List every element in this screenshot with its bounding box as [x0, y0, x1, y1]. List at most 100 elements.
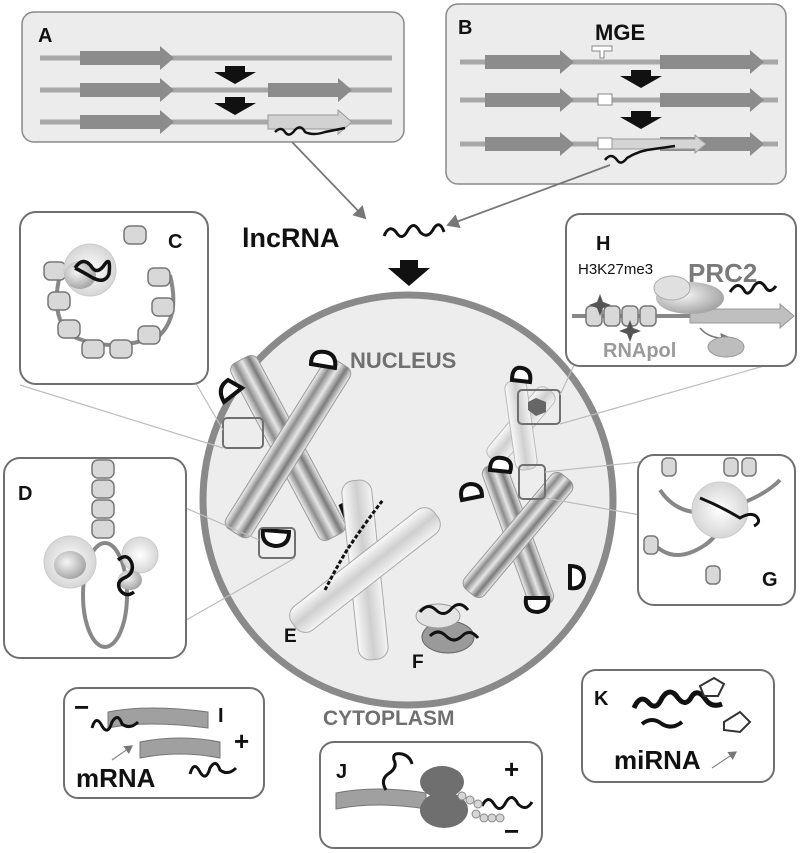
marker-icon	[528, 398, 546, 416]
panel-h-label: H	[596, 233, 610, 255]
gene-arrow	[80, 110, 174, 134]
panel-a: A	[21, 11, 405, 143]
minus-sign: −	[74, 692, 89, 722]
step-arrow	[620, 111, 662, 129]
duplicated-gene-arrow	[268, 78, 352, 102]
panel-e-label: E	[284, 626, 297, 647]
panel-h: H PRC2 H3K27me3 RNApol	[565, 213, 797, 367]
panel-f-label: F	[412, 652, 424, 673]
panel-j: J + −	[319, 741, 543, 849]
new-transcript-arrow	[611, 133, 707, 155]
panel-k: K miRNA	[581, 669, 775, 783]
panel-d: D	[3, 457, 187, 659]
lncrna-transcript	[604, 144, 676, 164]
protein-blob	[118, 570, 142, 590]
lncrna-strand	[418, 603, 470, 615]
ribosome-small	[420, 766, 464, 798]
plus-sign: +	[504, 754, 519, 784]
pointer-arrow	[291, 141, 367, 220]
panel-g-label: G	[762, 569, 778, 591]
ribosome-large	[420, 792, 468, 828]
gene-arrow	[485, 88, 574, 112]
connector-line	[544, 461, 641, 473]
gene-arrow	[660, 50, 764, 74]
lncrna-strand	[116, 555, 136, 597]
panel-a-frame	[21, 11, 405, 143]
rnapol-label: RNApol	[603, 340, 676, 362]
chromosome-left	[218, 349, 360, 559]
rnapol-cloud	[707, 336, 745, 358]
telomere	[568, 563, 587, 591]
chromosome-e	[289, 479, 441, 661]
lncrna-sponge	[631, 689, 723, 710]
gene-arrow	[80, 78, 174, 102]
mrna-label: mRNA	[76, 763, 156, 793]
telomere	[487, 455, 513, 475]
protein-blob	[64, 261, 96, 289]
nucleus-label: NUCLEUS	[350, 348, 456, 373]
chromosome-right	[459, 455, 587, 615]
lncrna-strand	[73, 259, 112, 282]
telomere	[260, 527, 292, 549]
connector-line	[559, 359, 786, 425]
mge-element	[597, 93, 613, 106]
panel-g: G	[637, 454, 796, 606]
telomere	[218, 377, 246, 405]
nucleosome-cluster	[43, 225, 175, 359]
activation-burst	[121, 536, 159, 574]
mirna-arrow-icon	[723, 710, 752, 734]
mge-insert-icon	[591, 45, 613, 59]
mge-element	[597, 137, 613, 150]
pointer-arrow	[711, 751, 737, 769]
panel-c-label: C	[168, 231, 182, 253]
methyl-mark-icon	[619, 320, 641, 342]
lncrna-label: lncRNA	[242, 223, 340, 253]
telomere	[509, 365, 533, 385]
lncrna-icon	[382, 223, 446, 238]
panel-k-label: K	[594, 688, 609, 710]
chromosome-upper-right	[486, 365, 561, 471]
nucleosome-group	[643, 457, 757, 585]
step-arrow	[620, 70, 662, 88]
lncrna-strand	[428, 630, 480, 642]
panel-a-label: A	[38, 25, 52, 47]
mirna-arrow-icon	[698, 676, 726, 697]
lncrna-strand	[728, 281, 778, 295]
telomere	[459, 481, 485, 503]
lncrna-sponge	[640, 718, 684, 729]
lncrna-protein-complex	[415, 603, 480, 654]
minus-sign: −	[504, 816, 519, 846]
panel-b: B MGE	[445, 3, 787, 185]
target-gene-arrow	[689, 302, 795, 330]
step-arrow	[214, 97, 256, 115]
peptide-chain	[457, 791, 505, 823]
panel-b-label: B	[458, 17, 472, 39]
telomere	[308, 349, 338, 371]
connector-line	[19, 384, 224, 449]
activation-burst	[691, 481, 749, 539]
gene-arrow	[485, 132, 574, 156]
panel-i-label: I	[218, 705, 224, 727]
lncrna-strand	[699, 496, 761, 528]
panel-c: C	[19, 211, 209, 385]
telomere	[523, 596, 551, 615]
panel-i: I − + mRNA	[63, 687, 265, 799]
gene-arrow	[660, 132, 764, 156]
nucleus: NUCLEUS	[199, 291, 617, 709]
region-box-g	[518, 464, 546, 500]
connector-line	[544, 497, 641, 516]
plus-sign: +	[234, 726, 249, 756]
region-box-c	[222, 417, 264, 449]
lncrna-strand	[480, 796, 534, 810]
gene-arrow	[485, 50, 574, 74]
panel-j-label: J	[336, 761, 347, 783]
mrna-strand	[139, 737, 221, 759]
gene-arrow	[80, 46, 174, 70]
lncrna-strand	[90, 716, 140, 732]
lncrna-transcript	[274, 126, 346, 136]
protein-blob	[54, 551, 86, 579]
nucleosome-stack	[91, 459, 115, 539]
mge-label: MGE	[595, 20, 645, 45]
lncrna-coating	[323, 499, 385, 591]
lncrna-strand	[188, 762, 238, 778]
